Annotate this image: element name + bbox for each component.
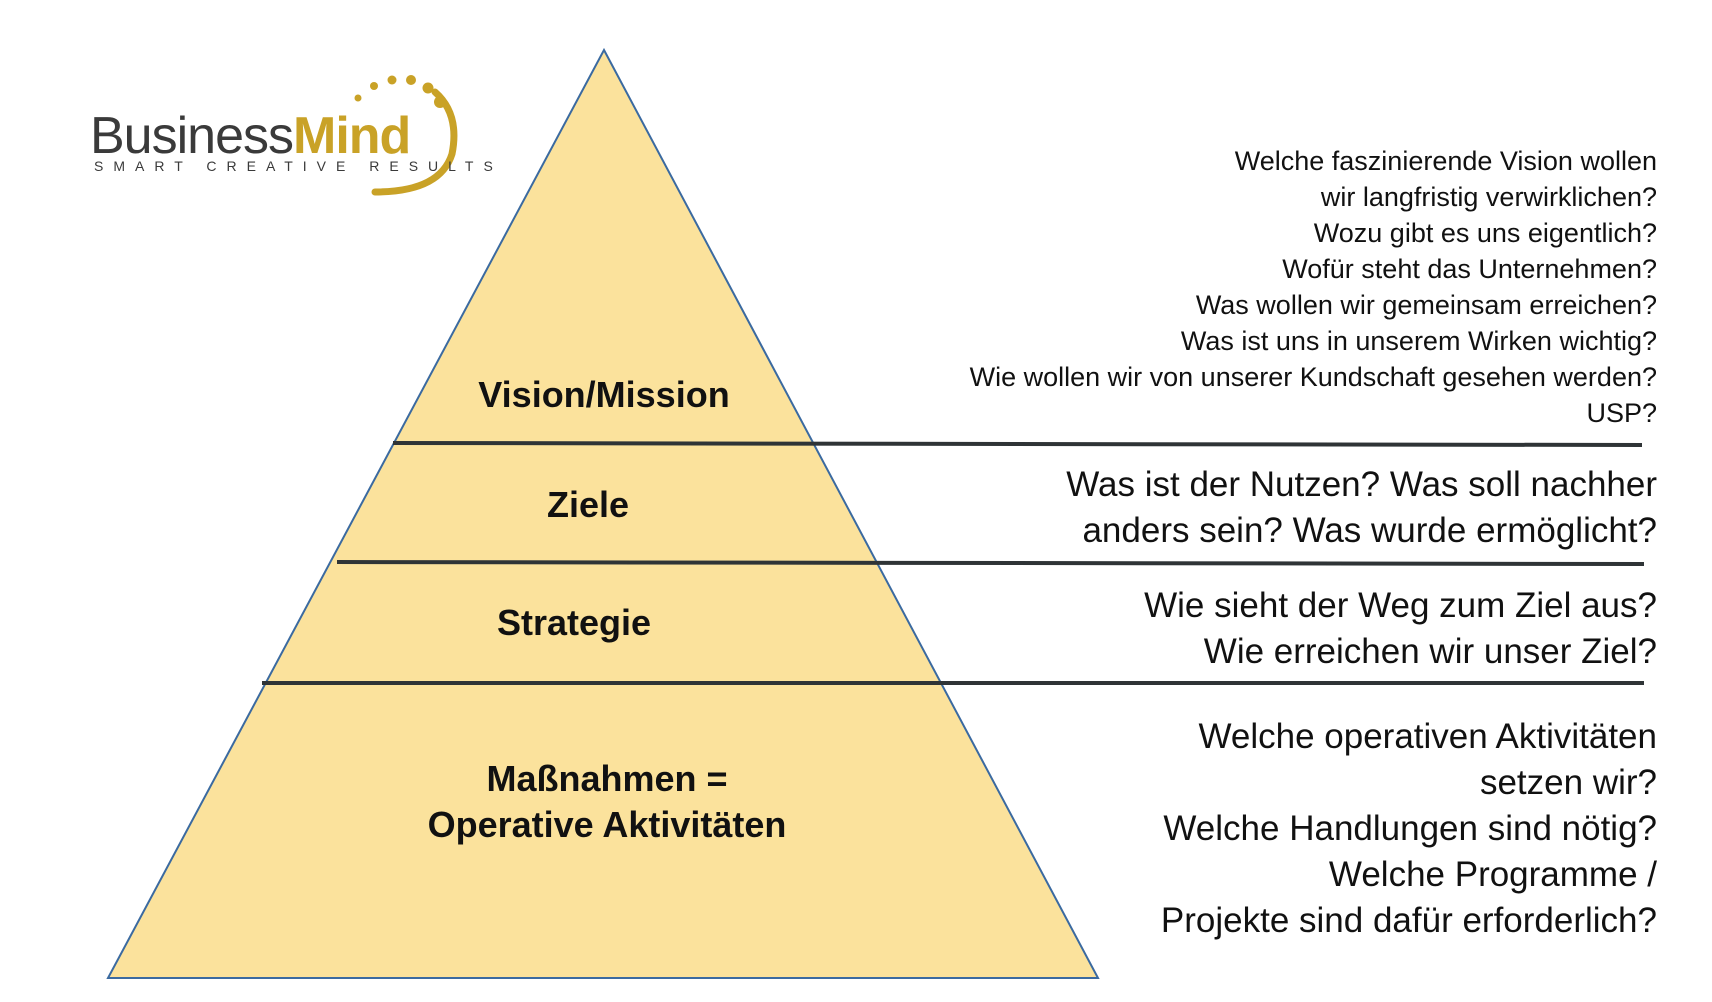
level-label-line: Operative Aktivitäten (427, 804, 787, 845)
question-line: Was wollen wir gemeinsam erreichen? (1195, 290, 1657, 320)
questions-ziele: Was ist der Nutzen? Was soll nachher and… (1066, 462, 1657, 554)
level-label-line: Strategie (496, 602, 652, 643)
question-line: Welche Handlungen sind nötig? (1163, 809, 1657, 848)
level-label-vision: Vision/Mission (478, 372, 729, 418)
question-line: Was ist der Nutzen? Was soll nachher (1066, 465, 1657, 504)
level-label-massnahmen: Maßnahmen = Operative Aktivitäten (428, 756, 787, 848)
level-label-strategie: Strategie (497, 600, 651, 646)
question-line: Wozu gibt es uns eigentlich? (1313, 218, 1657, 248)
question-line: Was ist uns in unserem Wirken wichtig? (1180, 326, 1657, 356)
questions-strategie: Wie sieht der Weg zum Ziel aus? Wie erre… (1144, 583, 1657, 675)
level-label-line: Vision/Mission (478, 374, 730, 415)
logo-wordmark: BusinessMind (90, 106, 411, 166)
divider-ziele-strategie (336, 560, 1645, 566)
logo-word-business: Business (90, 107, 294, 165)
question-line: anders sein? Was wurde ermöglicht? (1082, 511, 1657, 550)
logo-swoosh-icon (354, 75, 458, 196)
divider-vision-ziele (392, 441, 1643, 447)
question-line: Welche Programme / (1328, 855, 1657, 894)
pyramid-shape (106, 47, 1100, 979)
question-line: Wie erreichen wir unser Ziel? (1203, 632, 1657, 671)
question-line: Welche faszinierende Vision wollen (1234, 146, 1657, 176)
level-label-ziele: Ziele (547, 482, 629, 528)
businessmind-logo: BusinessMind SMART CREATIVE RESULTS (90, 74, 493, 204)
questions-vision: Welche faszinierende Vision wollen wir l… (970, 143, 1657, 431)
question-line: wir langfristig verwirklichen? (1320, 182, 1657, 212)
logo-tagline: SMART CREATIVE RESULTS (94, 158, 503, 174)
logo-word-mind: Mind (293, 107, 411, 165)
question-line: Wie sieht der Weg zum Ziel aus? (1144, 586, 1657, 625)
level-label-line: Maßnahmen = (486, 758, 728, 799)
question-line: Welche operativen Aktivitäten (1198, 717, 1657, 756)
question-line: Wie wollen wir von unserer Kundschaft ge… (969, 362, 1657, 392)
questions-massnahmen: Welche operativen Aktivitäten setzen wir… (1161, 714, 1657, 944)
question-line: Projekte sind dafür erforderlich? (1160, 901, 1657, 940)
question-line: Wofür steht das Unternehmen? (1282, 254, 1657, 284)
question-line: setzen wir? (1479, 763, 1657, 802)
level-label-line: Ziele (546, 484, 630, 525)
question-line: USP? (1586, 398, 1657, 428)
